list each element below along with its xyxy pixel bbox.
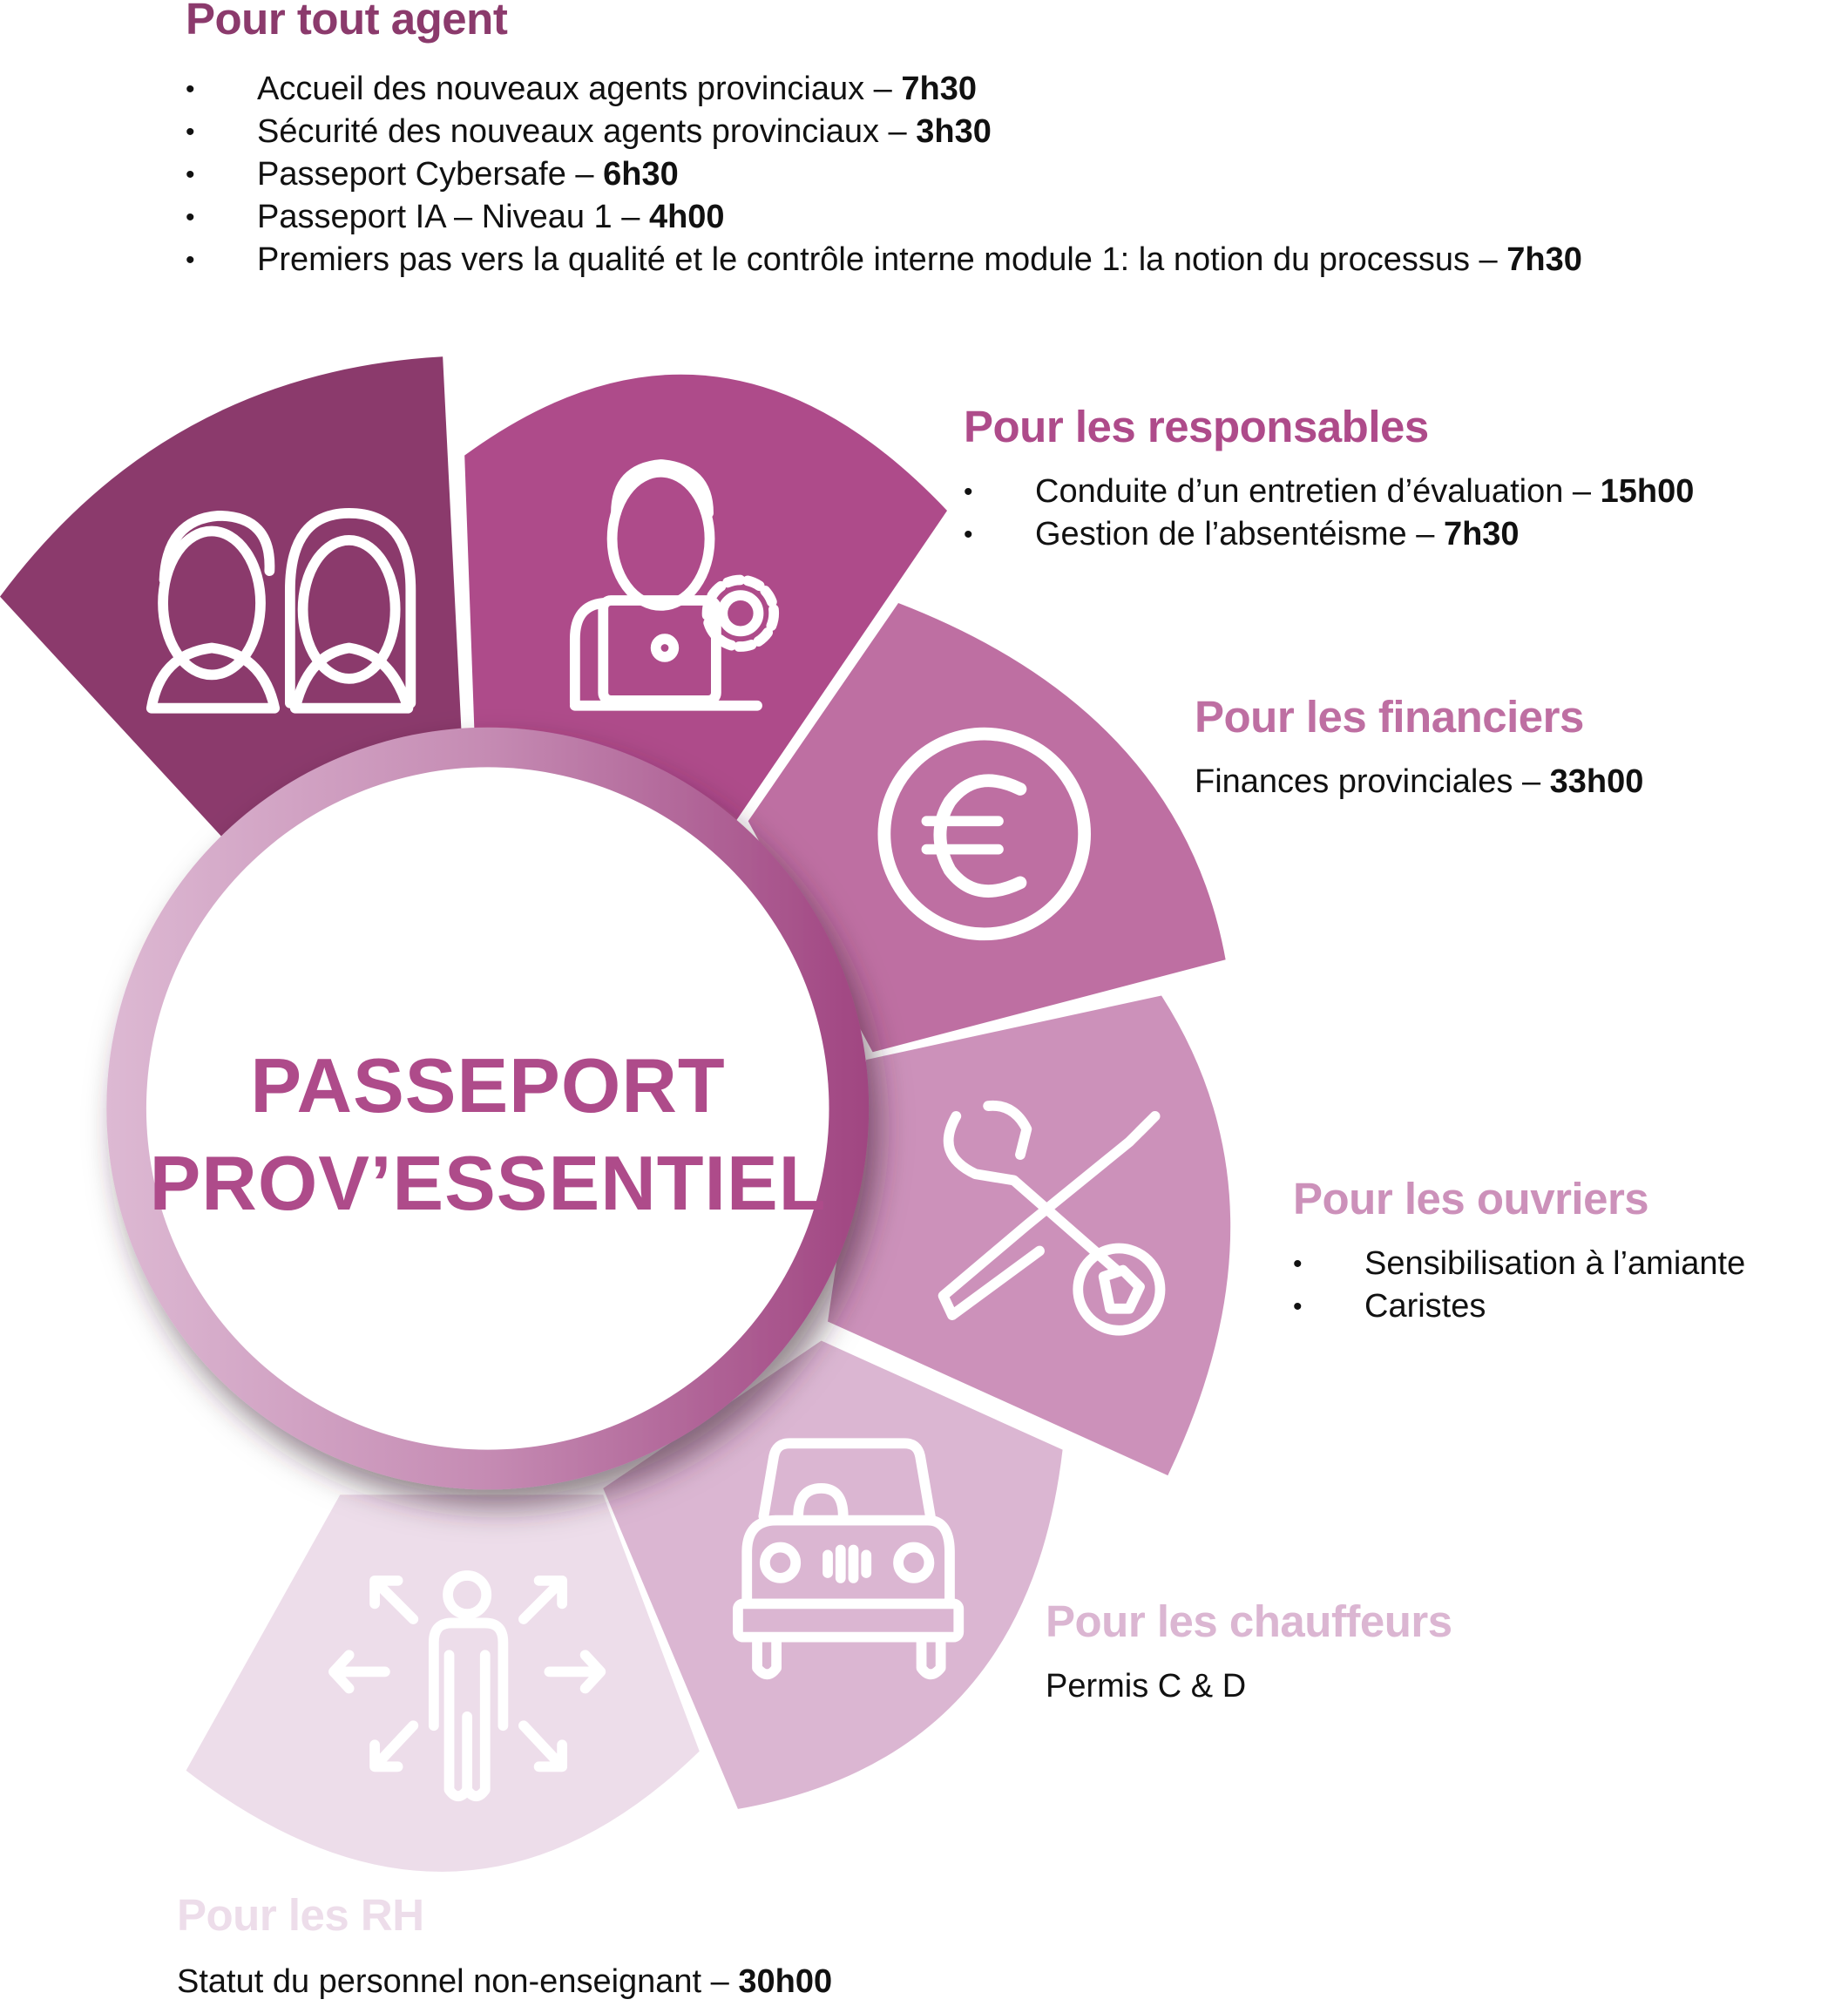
course-list: Accueil des nouveaux agents provinciaux …	[186, 68, 1582, 281]
center-title-line1: PASSEPORT	[250, 1042, 726, 1128]
course-text: Statut du personnel non-enseignant – 30h…	[177, 1963, 833, 2001]
course-list: Sensibilisation à l’amiante Caristes	[1293, 1243, 1745, 1328]
list-item: Caristes	[1293, 1285, 1745, 1328]
section-title: Pour les RH	[177, 1890, 424, 1940]
segment-ouvriers	[828, 995, 1231, 1476]
section-responsables: Pour les responsables Conduite d’un entr…	[964, 402, 1694, 556]
list-item: Passeport Cybersafe – 6h30	[186, 153, 1582, 196]
section-title: Pour les responsables	[964, 402, 1429, 451]
list-item: Conduite d’un entretien d’évaluation – 1…	[964, 471, 1694, 513]
section-tout-agent: Pour tout agent Accueil des nouveaux age…	[186, 0, 1582, 281]
segment-rh	[186, 1494, 700, 1872]
segment-financiers	[748, 602, 1226, 1053]
list-item: Accueil des nouveaux agents provinciaux …	[186, 68, 1582, 111]
car-icon	[733, 1438, 965, 1680]
person-laptop-gear-icon	[569, 459, 780, 711]
list-item: Premiers pas vers la qualité et le contr…	[186, 239, 1582, 281]
section-rh: Pour les RH Statut du personnel non-ense…	[177, 1890, 833, 2003]
section-financiers: Pour les financiers Finances provinciale…	[1195, 692, 1644, 803]
section-title: Pour tout agent	[186, 0, 508, 44]
list-item: Gestion de l’absentéisme – 7h30	[964, 513, 1694, 556]
segment-chauffeurs	[603, 1340, 1063, 1809]
euro-coin-icon	[877, 727, 1091, 941]
section-chauffeurs: Pour les chauffeurs Permis C & D	[1046, 1596, 1452, 1708]
center-title: PASSEPORT PROV’ESSENTIEL	[122, 1037, 854, 1232]
two-people-icon	[146, 508, 416, 714]
list-item: Sécurité des nouveaux agents provinciaux…	[186, 111, 1582, 153]
section-title: Pour les chauffeurs	[1046, 1596, 1452, 1646]
person-arrows-icon	[328, 1570, 606, 1801]
segment-tout-agent	[0, 356, 463, 847]
course-text: Finances provinciales – 33h00	[1195, 763, 1644, 801]
section-title: Pour les ouvriers	[1293, 1174, 1649, 1223]
center-badge	[106, 727, 870, 1490]
list-item: Sensibilisation à l’amiante	[1293, 1243, 1745, 1285]
course-text: Permis C & D	[1046, 1668, 1247, 1705]
wrench-screwdriver-icon	[938, 1100, 1166, 1336]
section-ouvriers: Pour les ouvriers Sensibilisation à l’am…	[1293, 1174, 1745, 1328]
list-item: Passeport IA – Niveau 1 – 4h00	[186, 196, 1582, 239]
section-title: Pour les financiers	[1195, 692, 1584, 742]
center-title-line2: PROV’ESSENTIEL	[149, 1140, 827, 1226]
course-list: Conduite d’un entretien d’évaluation – 1…	[964, 471, 1694, 556]
